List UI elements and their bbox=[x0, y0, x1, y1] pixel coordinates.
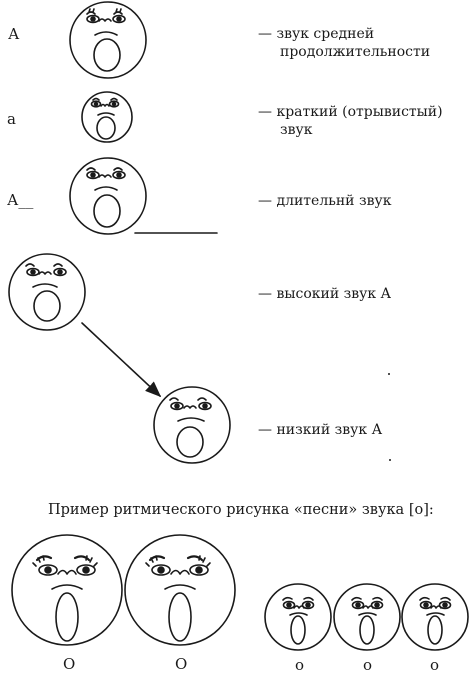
example-face-small-1-icon bbox=[264, 583, 332, 651]
desc-low: — низкий звук А bbox=[258, 422, 383, 438]
face-low-icon bbox=[153, 386, 231, 464]
example-label-5: о bbox=[430, 656, 440, 674]
face-long-icon bbox=[69, 157, 218, 235]
example-caption: Пример ритмического рисунка «песни» звук… bbox=[48, 502, 434, 518]
desc-short-line1: — краткий (отрывистый) bbox=[258, 104, 443, 120]
example-face-small-2-icon bbox=[333, 583, 401, 651]
desc-long: — длительнй звук bbox=[258, 193, 392, 209]
example-face-small-3-icon bbox=[401, 583, 469, 651]
pitch-arrow-icon bbox=[81, 322, 162, 398]
example-label-3: о bbox=[295, 656, 305, 674]
letter-short-a: а bbox=[7, 110, 16, 128]
desc-high: — высокий звук А bbox=[258, 286, 392, 302]
example-label-4: о bbox=[363, 656, 373, 674]
desc-medium-line2: продолжительности bbox=[280, 44, 431, 60]
face-short-icon bbox=[81, 91, 133, 143]
example-face-big-2-icon bbox=[124, 534, 236, 646]
letter-prolonged-a: А__ bbox=[7, 191, 34, 209]
desc-short-line2: звук bbox=[280, 122, 313, 138]
letter-long-a: А bbox=[8, 25, 20, 43]
face-high-icon bbox=[8, 253, 86, 331]
desc-medium-line1: — звук средней bbox=[258, 26, 375, 42]
example-label-2: О bbox=[175, 655, 188, 673]
face-medium-icon bbox=[69, 1, 147, 79]
example-face-big-1-icon bbox=[11, 534, 123, 646]
example-label-1: О bbox=[63, 655, 76, 673]
